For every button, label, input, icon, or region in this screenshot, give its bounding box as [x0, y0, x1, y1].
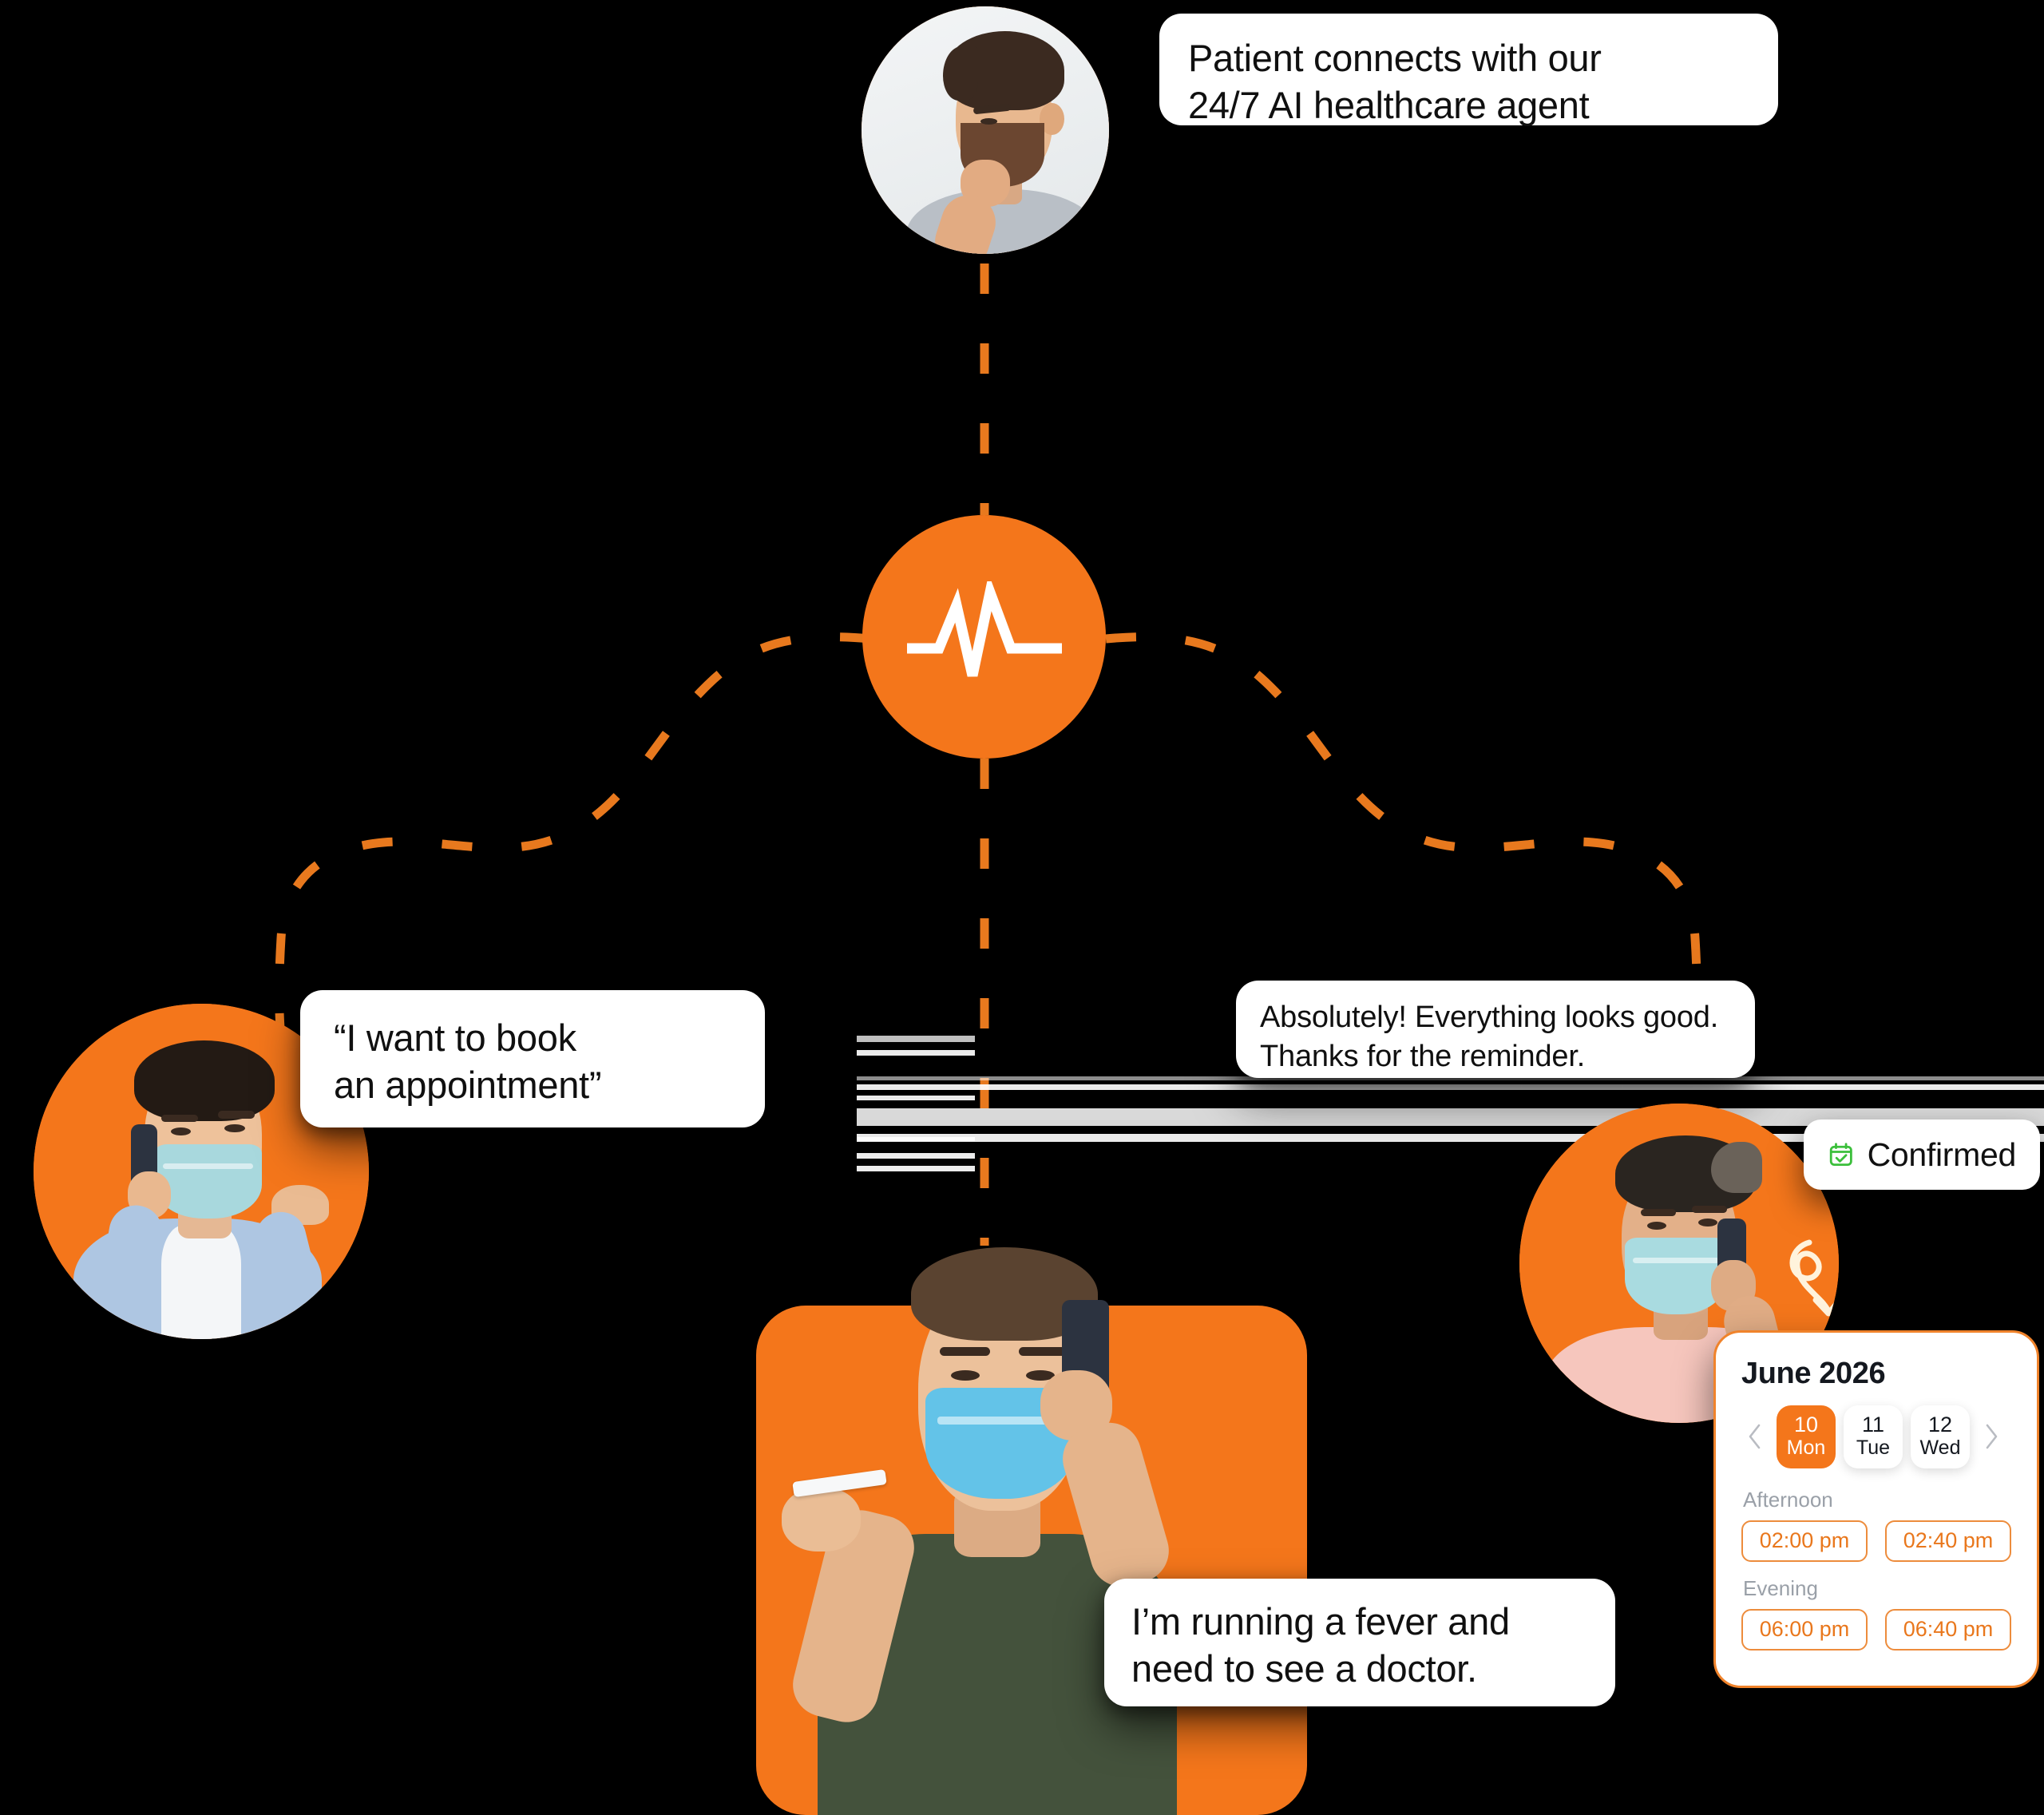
calendar-check-icon [1829, 1143, 1852, 1166]
status-badge-confirmed: Confirmed [1804, 1120, 2040, 1190]
artifact-streak [857, 1166, 975, 1171]
slot-group-label-evening: Evening [1743, 1575, 1818, 1600]
calendar-day-chip[interactable]: 10 Mon [1777, 1405, 1836, 1468]
bubble-patient-connects: Patient connects with our 24/7 AI health… [1159, 14, 1778, 126]
hub-node[interactable] [862, 515, 1106, 759]
chevron-right-icon [1986, 1425, 1998, 1449]
time-slot[interactable]: 02:00 pm [1741, 1520, 1868, 1562]
calendar-day-number: 10 [1793, 1413, 1819, 1437]
artifact-streak [857, 1137, 975, 1141]
artifact-streak [857, 1134, 2044, 1142]
avatar-art-bottom [631, 1230, 1349, 1815]
calendar-next-button[interactable] [1978, 1419, 2005, 1454]
calendar-day-label: Wed [1919, 1437, 1961, 1460]
time-slot[interactable]: 06:00 pm [1741, 1608, 1868, 1651]
bubble-running-a-fever: I’m running a fever and need to see a do… [1104, 1579, 1615, 1706]
avatar-masked-caller [34, 1004, 369, 1339]
curly-loop-arrow-icon [1789, 1239, 1839, 1317]
calendar-prev-button[interactable] [1741, 1419, 1769, 1454]
slot-row-afternoon: 02:00 pm 02:40 pm [1741, 1520, 2011, 1562]
appointment-calendar-card[interactable]: June 2026 10 Mon 11 Tue 12 Wed [1713, 1330, 2039, 1688]
calendar-day-chip[interactable]: 12 Wed [1911, 1405, 1970, 1468]
avatar-art-top [862, 6, 1109, 254]
time-slot[interactable]: 02:40 pm [1885, 1520, 2011, 1562]
calendar-day-label: Mon [1786, 1437, 1826, 1460]
artifact-streak [857, 1036, 975, 1042]
calendar-day-strip: 10 Mon 11 Tue 12 Wed [1741, 1405, 2011, 1468]
artifact-streak [857, 1076, 2044, 1080]
heartbeat-pulse-icon [906, 581, 1062, 676]
artifact-streak [857, 1050, 975, 1056]
calendar-day-chip[interactable]: 11 Tue [1844, 1405, 1903, 1468]
calendar-month-title: June 2026 [1741, 1357, 1886, 1390]
artifact-streak [857, 1084, 2044, 1090]
calendar-day-number: 11 [1861, 1413, 1885, 1437]
slot-row-evening: 06:00 pm 06:40 pm [1741, 1608, 2011, 1651]
avatar-art-left [34, 1004, 369, 1339]
slot-group-label-afternoon: Afternoon [1743, 1487, 1833, 1512]
chevron-left-icon [1749, 1425, 1761, 1449]
status-badge-label: Confirmed [1867, 1135, 2017, 1173]
calendar-day-label: Tue [1856, 1437, 1891, 1460]
artifact-streak [857, 1153, 975, 1159]
avatar-feverish-patient [631, 1230, 1349, 1815]
avatar-coughing-patient [862, 6, 1109, 254]
time-slot[interactable]: 06:40 pm [1885, 1608, 2011, 1651]
calendar-day-number: 12 [1927, 1413, 1953, 1437]
bubble-book-appointment: “I want to book an appointment” [300, 990, 765, 1127]
artifact-streak [857, 1096, 975, 1100]
bubble-everything-looks-good: Absolutely! Everything looks good. Thank… [1236, 981, 1755, 1078]
connector-hub-to-left [275, 632, 871, 1039]
